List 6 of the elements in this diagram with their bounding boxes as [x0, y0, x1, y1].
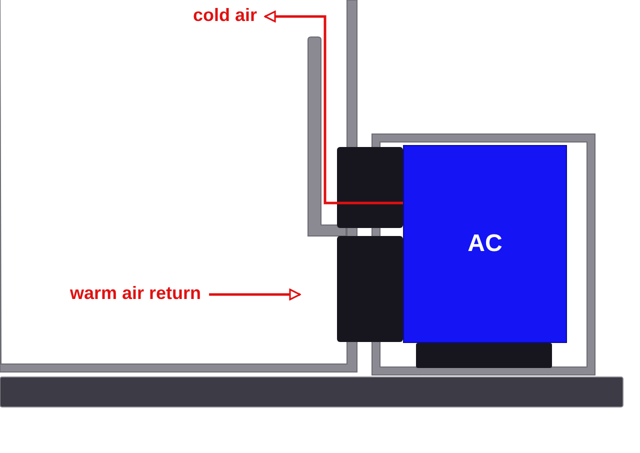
- callout-label: cold air: [193, 5, 258, 26]
- leader-line: [264, 10, 403, 204]
- arrow: [209, 288, 301, 300]
- unit-label: AC: [468, 230, 502, 258]
- ac-unit: [403, 145, 567, 343]
- callout-label: warm air return: [70, 283, 202, 304]
